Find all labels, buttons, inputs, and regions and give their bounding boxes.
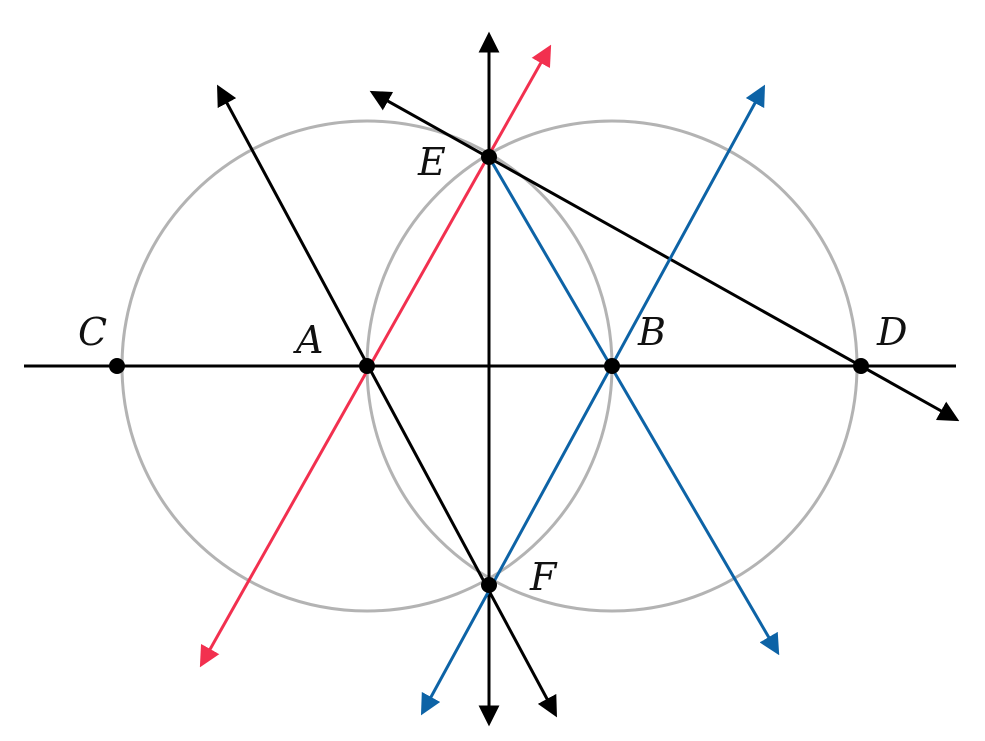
point-a — [359, 358, 375, 374]
point-b — [604, 358, 620, 374]
point-e — [481, 149, 497, 165]
point-d — [853, 358, 869, 374]
point-f — [481, 577, 497, 593]
label-c: C — [78, 310, 107, 354]
line-a-e-red — [199, 44, 552, 668]
label-f: F — [529, 555, 558, 599]
line-a-f — [217, 84, 557, 718]
label-a: A — [293, 318, 323, 362]
label-e: E — [417, 140, 446, 184]
label-d: D — [876, 310, 907, 354]
label-b: B — [637, 310, 666, 354]
line-f-b-blue — [420, 84, 766, 716]
point-c — [109, 358, 125, 374]
